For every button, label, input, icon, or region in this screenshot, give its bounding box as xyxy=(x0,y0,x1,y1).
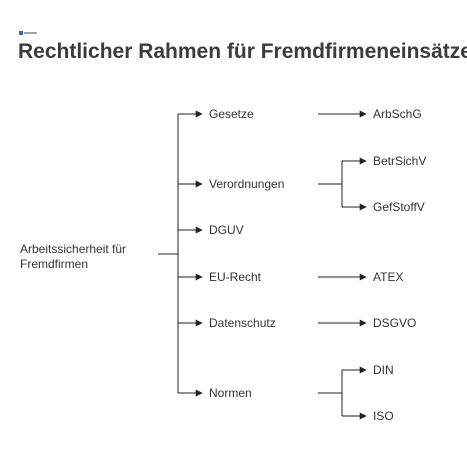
node-gesetze: Gesetze xyxy=(209,107,254,121)
leaf-arbschg: ArbSchG xyxy=(373,107,422,121)
leaf-din: DIN xyxy=(373,363,394,377)
page-title: Rechtlicher Rahmen für Fremdfirmeneinsät… xyxy=(18,40,467,63)
leaf-betrsichv: BetrSichV xyxy=(373,154,427,168)
leaf-iso: ISO xyxy=(373,409,394,423)
node-dguv: DGUV xyxy=(209,223,244,237)
leaf-dsgvo: DSGVO xyxy=(373,316,417,330)
root-label-line1: Arbeitssicherheit für xyxy=(20,242,127,256)
node-eu-recht: EU-Recht xyxy=(209,270,262,284)
root-label-line2: Fremdfirmen xyxy=(20,257,89,271)
company-logo xyxy=(19,31,37,35)
node-datenschutz: Datenschutz xyxy=(209,316,276,330)
node-normen: Normen xyxy=(209,386,252,400)
leaf-atex: ATEX xyxy=(373,270,404,284)
leaf-gefstoffv: GefStoffV xyxy=(373,200,425,214)
node-verordnungen: Verordnungen xyxy=(209,177,285,191)
root-node: Arbeitssicherheit für Fremdfirmen xyxy=(20,242,126,272)
